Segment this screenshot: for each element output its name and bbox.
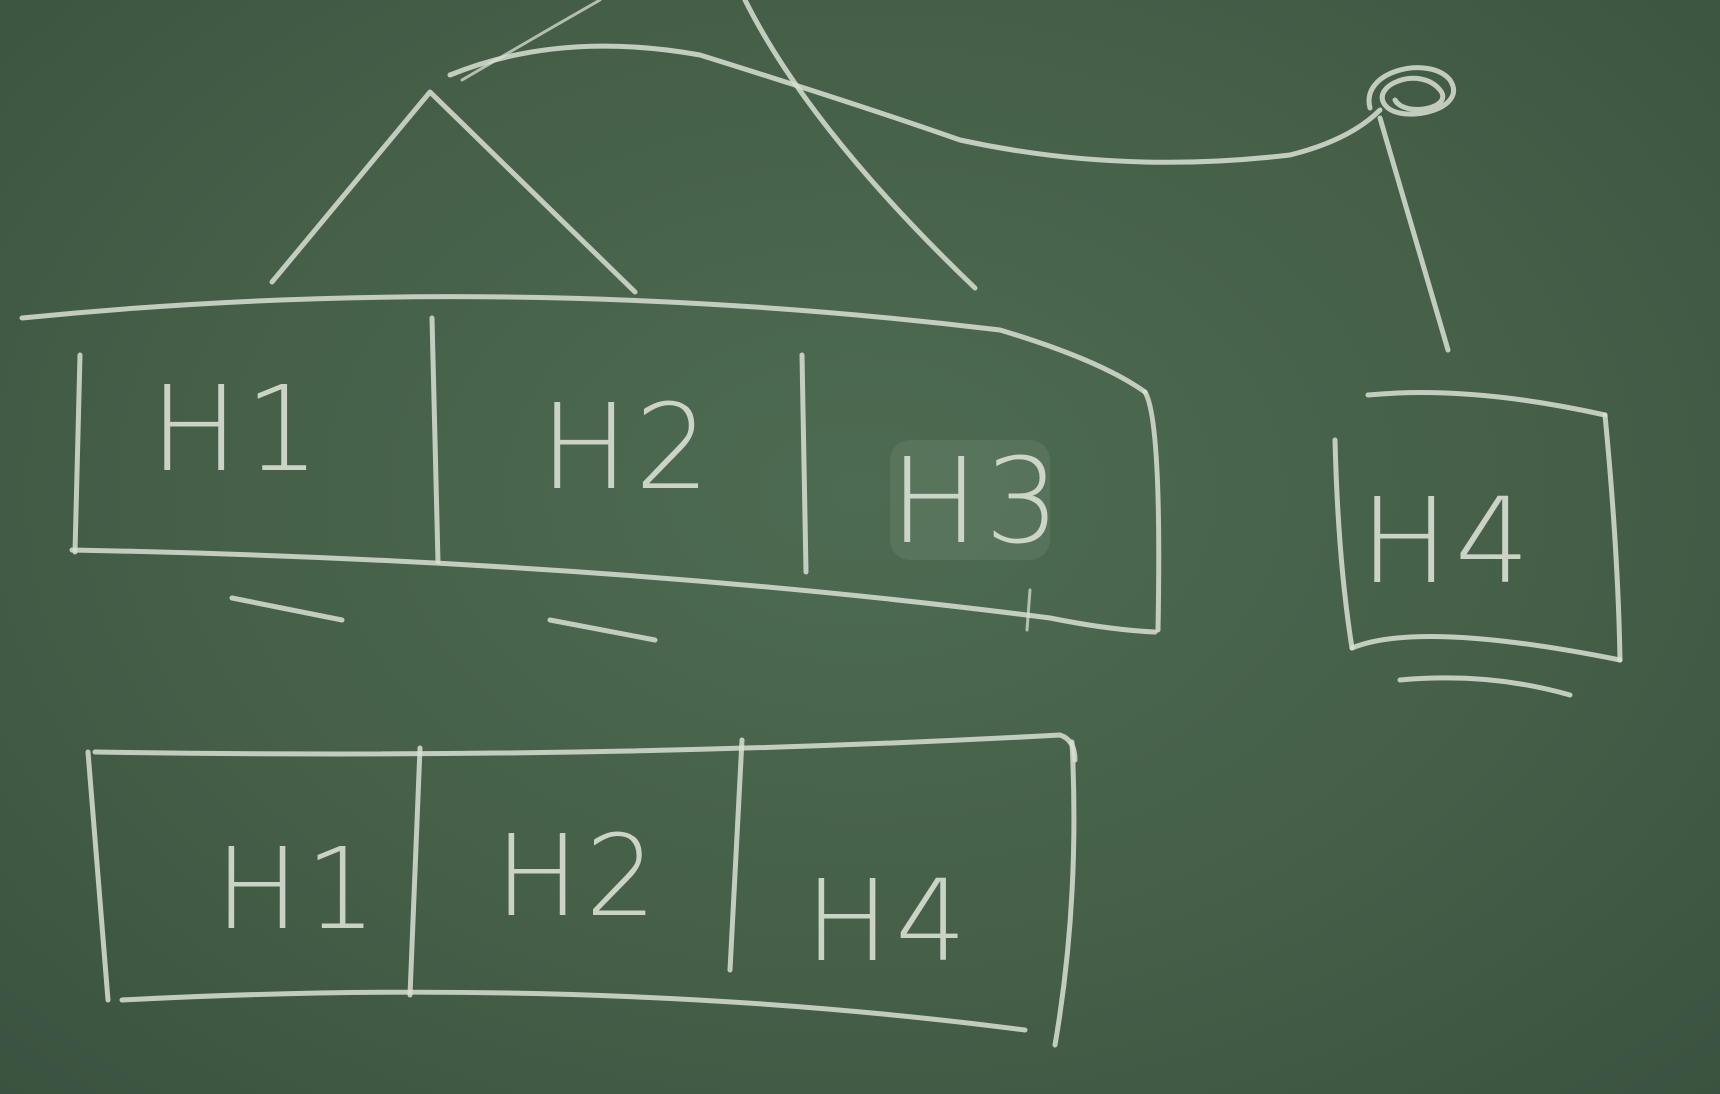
bottom-row-divider-2: [727, 737, 745, 973]
tree-diagonal-line-left: [460, 0, 602, 82]
top-row-box-top: [19, 294, 1148, 395]
bottom-row-box-left: [85, 749, 111, 1003]
top-row-box-right: [1142, 389, 1162, 633]
underline-h2: [547, 617, 658, 643]
bottom-row-box-right: [1052, 739, 1077, 1048]
pointer-down-line: [1377, 115, 1451, 353]
bottom-row-box-top: [92, 732, 1078, 763]
bottom-row-divider-1: [407, 745, 423, 998]
bottom-row-cell-3: H4: [805, 857, 972, 987]
top-row-box-bottom: [69, 547, 1158, 635]
pointer-knot: [1366, 65, 1456, 117]
h4-box-top: [1365, 390, 1608, 418]
bottom-row-cell-2: H2: [495, 812, 662, 942]
tick-mark: [1025, 588, 1032, 632]
bottom-row-box-bottom: [119, 989, 1028, 1033]
bottom-row-cell-1: H1: [215, 825, 382, 955]
h4-box-bottom: [1349, 633, 1623, 663]
separate-block-label: H4: [1360, 472, 1536, 610]
tree-triangle: [269, 89, 638, 295]
top-row-cell-3: H3: [890, 432, 1066, 570]
underline-h4: [1397, 675, 1573, 698]
top-row-divider-2: [799, 352, 809, 575]
h4-box-left: [1332, 437, 1355, 651]
tree-diagonal-line: [742, 0, 978, 291]
underline-h1: [229, 595, 345, 623]
top-row-cell-2: H2: [540, 378, 716, 516]
top-row-cell-1: H1: [150, 360, 326, 498]
pointer-curve: [447, 43, 1383, 165]
top-row-box-left: [72, 352, 83, 555]
h4-box-right: [1602, 412, 1623, 663]
top-row-divider-1: [429, 315, 441, 565]
eraser-smudge: [890, 440, 1050, 560]
